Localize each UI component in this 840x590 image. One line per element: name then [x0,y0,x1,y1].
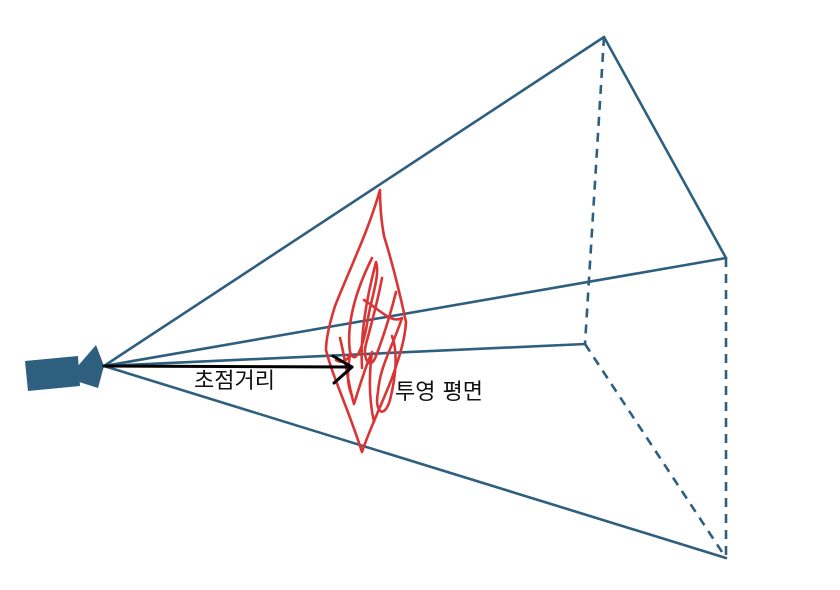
projection-plane-squiggle-4 [338,336,376,424]
far-plane-edge-left-lower [583,343,728,559]
frustum-solid-edges [102,35,728,560]
camera-body [25,356,80,391]
projection-plane-scribble [324,188,408,454]
projection-plane-label: 투영 평면 [395,380,483,405]
frustum-edge-bottom [102,364,728,560]
projection-plane-squiggle-1 [347,256,379,370]
focal-length-arrow-head [331,354,354,385]
far-plane-edge-left-upper [583,36,606,345]
frustum-hidden-edges [583,36,728,559]
projection-plane-outline [324,188,408,454]
far-plane-edge-top-right [602,35,728,260]
video-camera-icon [25,345,104,391]
projection-plane-squiggle-3 [362,298,404,413]
frustum-edge-right [102,256,728,368]
focal-length-arrow-shaft [102,364,354,369]
camera-lens [76,345,104,388]
focal-length-arrow [102,354,354,385]
focal-length-label: 초점거리 [194,369,275,394]
frustum-edge-top [102,35,606,368]
